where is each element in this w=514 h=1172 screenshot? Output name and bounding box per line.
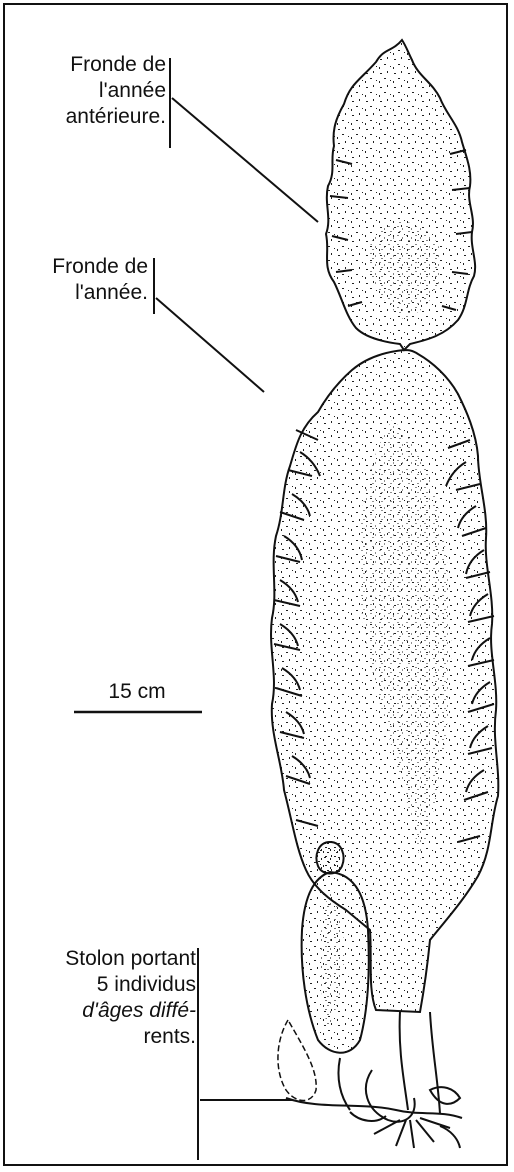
young-individual-outline-left	[278, 1020, 316, 1101]
label-line: Stolon portant	[10, 946, 196, 972]
label-stolon: Stolon portant 5 individus d'âges diffé-…	[10, 946, 196, 1050]
label-line: antérieure.	[10, 104, 166, 130]
label-current-year-frond: Fronde de l'année.	[10, 254, 148, 306]
label-line: 5 individus	[10, 972, 196, 998]
label-line: Fronde de	[10, 254, 148, 280]
leader-line-current-frond	[156, 298, 264, 392]
label-line: l'année	[10, 78, 166, 104]
label-line: Fronde de	[10, 52, 166, 78]
label-line: rents.	[10, 1024, 196, 1050]
young-individual-small	[317, 842, 344, 874]
label-line: d'âges diffé-	[10, 998, 196, 1024]
scale-label: 15 cm	[77, 680, 197, 704]
leader-line-previous-frond	[172, 98, 318, 222]
stolon-holdfast	[286, 1012, 462, 1148]
label-line: l'année.	[10, 280, 148, 306]
label-previous-year-frond: Fronde de l'année antérieure.	[10, 52, 166, 130]
